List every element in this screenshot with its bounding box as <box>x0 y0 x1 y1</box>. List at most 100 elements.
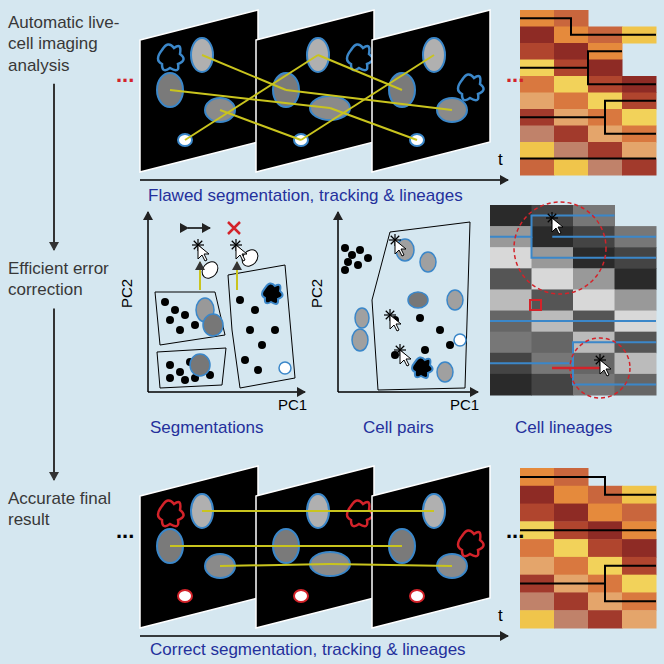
cell <box>203 314 223 336</box>
heatmap-cell <box>520 93 555 110</box>
label-text: t <box>498 150 503 170</box>
irregular-object <box>347 500 373 526</box>
cursor-arrow <box>552 218 563 234</box>
heatmap-cell <box>490 268 532 290</box>
tracking-link <box>220 110 301 140</box>
cell <box>437 362 453 382</box>
data-point <box>176 326 184 334</box>
cell <box>396 239 414 261</box>
heatmap-cell <box>588 159 623 176</box>
heatmap-cell <box>622 159 657 176</box>
data-point <box>341 266 349 274</box>
edited-link <box>552 367 600 370</box>
data-point <box>236 296 244 304</box>
heatmap-cell <box>588 142 623 159</box>
heatmap-cell <box>490 205 532 227</box>
tracking-link <box>185 55 318 140</box>
heatmap-cell <box>490 289 532 311</box>
step-node: Accurate final result <box>8 488 126 531</box>
heatmap-cell <box>622 610 657 628</box>
label-text: ... <box>506 62 524 88</box>
heatmap-cell <box>588 60 623 77</box>
data-point <box>436 326 444 334</box>
heatmap-cell <box>622 504 657 522</box>
heatmap-cell <box>615 289 657 311</box>
cell <box>178 590 192 602</box>
heatmap-cell <box>588 504 623 522</box>
heatmap-cell <box>554 93 589 110</box>
lineage-line <box>490 342 656 363</box>
step-text: Accurate final result <box>8 488 126 531</box>
label-text: Cell pairs <box>363 418 434 438</box>
cursor-arrow <box>198 245 209 261</box>
heatmap-cell <box>615 268 657 290</box>
lineage-line <box>520 18 656 35</box>
step-node: Automatic live-cell imaging analysis <box>8 12 126 76</box>
tracking-link <box>286 545 402 547</box>
time-axis <box>140 635 508 637</box>
data-point <box>181 311 189 319</box>
data-point <box>344 258 352 266</box>
label-text: Cell lineages <box>515 418 612 438</box>
data-point <box>251 306 259 314</box>
heatmap-cell <box>573 289 615 311</box>
irregular-object <box>158 500 184 526</box>
step-text: Efficient error correction <box>8 258 126 301</box>
data-point <box>246 326 254 334</box>
data-point <box>254 366 262 374</box>
tracking-link <box>220 564 330 566</box>
flow-arrow <box>53 84 55 250</box>
irregular-object <box>262 283 283 303</box>
tracking-link <box>286 90 452 110</box>
data-point <box>166 361 174 369</box>
lineage-line <box>520 529 656 531</box>
label-text: PC1 <box>278 396 307 413</box>
heatmap-cell <box>520 27 555 44</box>
cell <box>190 354 210 376</box>
axis <box>147 212 149 392</box>
move-arrow <box>236 262 238 290</box>
heatmap-cell <box>554 557 589 575</box>
cursor-arrow <box>236 245 247 261</box>
cluster-hull <box>155 292 225 345</box>
move-arrow <box>199 262 201 290</box>
heatmap-cell <box>490 332 532 354</box>
tracking-link <box>202 55 286 90</box>
data-point <box>161 298 169 306</box>
heatmap-cell <box>490 374 532 396</box>
lineage-line <box>490 320 656 322</box>
label-text: Flawed segmentation, tracking & lineages <box>148 186 463 206</box>
focus-circle <box>570 338 630 398</box>
cell <box>408 292 428 308</box>
cursor-arrow <box>395 240 406 256</box>
cell <box>410 590 424 602</box>
heatmap-cell <box>520 76 555 93</box>
heatmap-cell <box>554 592 589 610</box>
axis <box>338 391 478 393</box>
cluster-hull <box>228 265 295 388</box>
heatmap-cell <box>573 268 615 290</box>
data-point <box>166 374 174 382</box>
double-arrow <box>188 227 210 229</box>
data-point <box>356 246 364 254</box>
lineage-line <box>605 584 656 602</box>
heatmap-cell <box>554 504 589 522</box>
tracking-link <box>202 510 318 512</box>
heatmap-cell <box>520 159 555 176</box>
lineage-line <box>490 216 615 237</box>
lineage-line <box>520 477 656 495</box>
data-point <box>364 254 372 262</box>
data-point <box>348 251 356 259</box>
data-point <box>446 341 454 349</box>
irregular-object <box>458 74 484 100</box>
heatmap-cell <box>554 539 589 557</box>
heatmap-cell <box>554 43 589 60</box>
data-point <box>271 326 279 334</box>
label-text: ... <box>116 518 134 544</box>
cluster-hull <box>372 222 470 390</box>
axis <box>148 391 305 393</box>
heatmap-cell <box>554 142 589 159</box>
label-text: t <box>498 606 503 626</box>
heatmap-cell <box>520 43 555 60</box>
